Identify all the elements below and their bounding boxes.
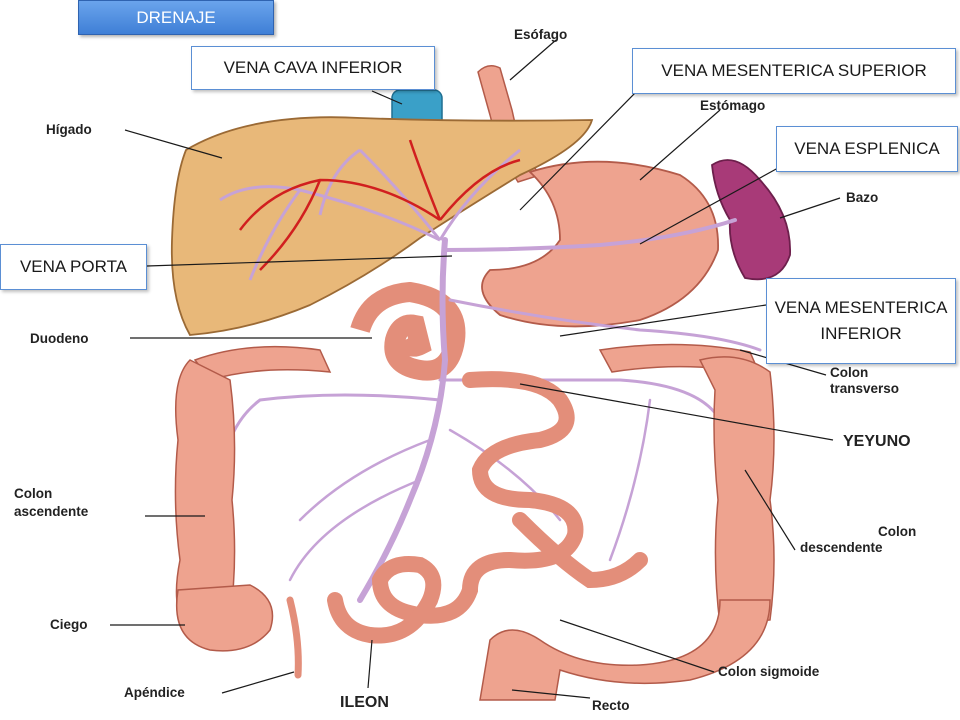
ascending-colon-shape <box>174 359 236 621</box>
label-ciego: Ciego <box>50 617 88 632</box>
label-yeyuno: YEYUNO <box>843 433 911 450</box>
leader-lines <box>110 39 841 699</box>
label-apendice: Apéndice <box>124 685 185 700</box>
title-text: DRENAJE <box>136 7 216 27</box>
cecum-shape <box>175 584 274 652</box>
box-vena-cava-inferior: VENA CAVA INFERIOR <box>191 46 435 90</box>
label-estomago: Estómago <box>700 98 765 113</box>
small-intestine-shape <box>327 371 648 644</box>
box-vena-mesenterica-superior-text: VENA MESENTERICA SUPERIOR <box>661 61 927 80</box>
duodenum-shape <box>350 281 466 381</box>
box-vena-esplenica: VENA ESPLENICA <box>776 126 958 172</box>
liver-arteries <box>239 139 521 271</box>
box-vena-cava-inferior-text: VENA CAVA INFERIOR <box>223 58 403 77</box>
box-vena-esplenica-text: VENA ESPLENICA <box>794 139 940 158</box>
label-recto: Recto <box>592 698 630 713</box>
spleen-shape <box>711 159 791 281</box>
label-colon-transverso-2: transverso <box>830 381 899 396</box>
box-vena-mesenterica-superior: VENA MESENTERICA SUPERIOR <box>632 48 956 94</box>
sigmoid-colon-shape <box>479 599 771 701</box>
label-colon-descendente-2: descendente <box>800 540 883 555</box>
box-vena-mesenterica-inferior: VENA MESENTERICA INFERIOR <box>766 278 956 364</box>
label-colon-sigmoide: Colon sigmoide <box>718 664 820 679</box>
label-colon-ascendente-1: Colon <box>14 486 52 501</box>
label-higado: Hígado <box>46 122 92 137</box>
descending-colon-shape <box>698 356 775 626</box>
label-duodeno: Duodeno <box>30 331 89 346</box>
label-ileon: ILEON <box>340 694 389 711</box>
label-colon-transverso-1: Colon <box>830 365 868 380</box>
label-colon-descendente-1: Colon <box>878 524 916 539</box>
liver-veins <box>219 148 521 281</box>
label-colon-ascendente-2: ascendente <box>14 504 89 519</box>
liver-shape <box>170 116 594 336</box>
title-badge: DRENAJE <box>78 0 274 35</box>
box-vena-mesenterica-inferior-text: VENA MESENTERICA INFERIOR <box>774 298 948 343</box>
appendix-shape <box>286 596 302 679</box>
box-vena-porta-text: VENA PORTA <box>19 257 128 276</box>
label-bazo: Bazo <box>846 190 878 205</box>
label-esofago: Esófago <box>514 27 567 42</box>
box-vena-porta: VENA PORTA <box>0 244 147 290</box>
